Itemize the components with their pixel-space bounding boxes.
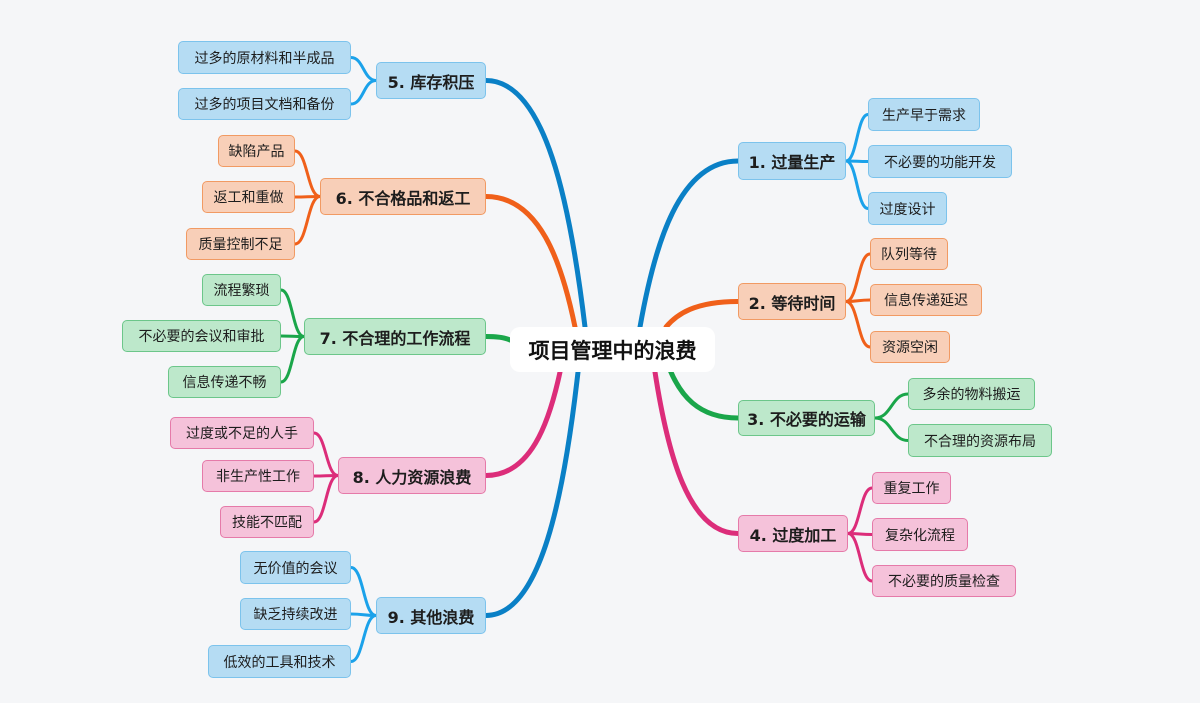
- branch-topic-7[interactable]: 7. 不合理的工作流程: [304, 318, 486, 355]
- sub-branch-line: [873, 416, 910, 442]
- sub-branch-line: [349, 566, 378, 617]
- branch-topic-8[interactable]: 8. 人力资源浪费: [338, 457, 486, 494]
- subtopic[interactable]: 信息传递延迟: [870, 284, 982, 316]
- sub-branch-line: [846, 486, 874, 535]
- sub-branch-line: [844, 300, 872, 349]
- subtopic[interactable]: 不必要的会议和审批: [122, 320, 281, 352]
- branch-topic-9[interactable]: 9. 其他浪费: [376, 597, 486, 634]
- sub-branch-line: [279, 335, 306, 384]
- subtopic[interactable]: 生产早于需求: [868, 98, 980, 131]
- sub-branch-line: [873, 392, 910, 420]
- subtopic[interactable]: 技能不匹配: [220, 506, 314, 538]
- main-branch-line: [483, 194, 578, 330]
- sub-branch-line: [349, 614, 378, 663]
- subtopic[interactable]: 缺乏持续改进: [240, 598, 351, 630]
- sub-branch-line: [349, 79, 378, 106]
- subtopic[interactable]: 重复工作: [872, 472, 951, 504]
- sub-branch-line: [312, 431, 340, 477]
- branch-topic-1[interactable]: 1. 过量生产: [738, 142, 846, 180]
- branch-topic-2[interactable]: 2. 等待时间: [738, 283, 846, 320]
- branch-topic-3[interactable]: 3. 不必要的运输: [738, 400, 875, 436]
- subtopic[interactable]: 不必要的功能开发: [868, 145, 1012, 178]
- main-branch-line: [483, 78, 588, 330]
- sub-branch-line: [349, 56, 378, 82]
- subtopic[interactable]: 多余的物料搬运: [908, 378, 1035, 410]
- subtopic[interactable]: 资源空闲: [870, 331, 950, 363]
- main-branch-line: [637, 158, 741, 330]
- subtopic[interactable]: 质量控制不足: [186, 228, 295, 260]
- subtopic[interactable]: 过度设计: [868, 192, 947, 225]
- sub-branch-line: [293, 149, 322, 198]
- subtopic[interactable]: 无价值的会议: [240, 551, 351, 584]
- main-branch-line: [652, 369, 741, 536]
- sub-branch-line: [844, 159, 870, 210]
- subtopic[interactable]: 不合理的资源布局: [908, 424, 1052, 457]
- subtopic[interactable]: 返工和重做: [202, 181, 295, 213]
- subtopic[interactable]: 过度或不足的人手: [170, 417, 314, 449]
- subtopic[interactable]: 缺陷产品: [218, 135, 295, 167]
- branch-topic-5[interactable]: 5. 库存积压: [376, 62, 486, 99]
- branch-topic-6[interactable]: 6. 不合格品和返工: [320, 178, 486, 215]
- main-branch-line: [483, 369, 581, 618]
- subtopic[interactable]: 不必要的质量检查: [872, 565, 1016, 597]
- main-branch-line: [483, 369, 563, 478]
- main-branch-line: [483, 334, 513, 343]
- subtopic[interactable]: 复杂化流程: [872, 518, 968, 551]
- sub-branch-line: [844, 252, 872, 303]
- subtopic[interactable]: 过多的项目文档和备份: [178, 88, 351, 120]
- branch-topic-4[interactable]: 4. 过度加工: [738, 515, 848, 552]
- main-branch-line: [667, 367, 741, 421]
- sub-branch-line: [312, 474, 340, 524]
- main-branch-line: [663, 299, 741, 330]
- central-topic[interactable]: 项目管理中的浪费: [510, 327, 715, 372]
- sub-branch-line: [293, 195, 322, 246]
- sub-branch-line: [279, 288, 306, 338]
- subtopic[interactable]: 队列等待: [870, 238, 948, 270]
- subtopic[interactable]: 流程繁琐: [202, 274, 281, 306]
- sub-branch-line: [846, 532, 874, 583]
- subtopic[interactable]: 过多的原材料和半成品: [178, 41, 351, 74]
- subtopic[interactable]: 信息传递不畅: [168, 366, 281, 398]
- subtopic[interactable]: 非生产性工作: [202, 460, 314, 492]
- subtopic[interactable]: 低效的工具和技术: [208, 645, 351, 678]
- sub-branch-line: [844, 113, 870, 163]
